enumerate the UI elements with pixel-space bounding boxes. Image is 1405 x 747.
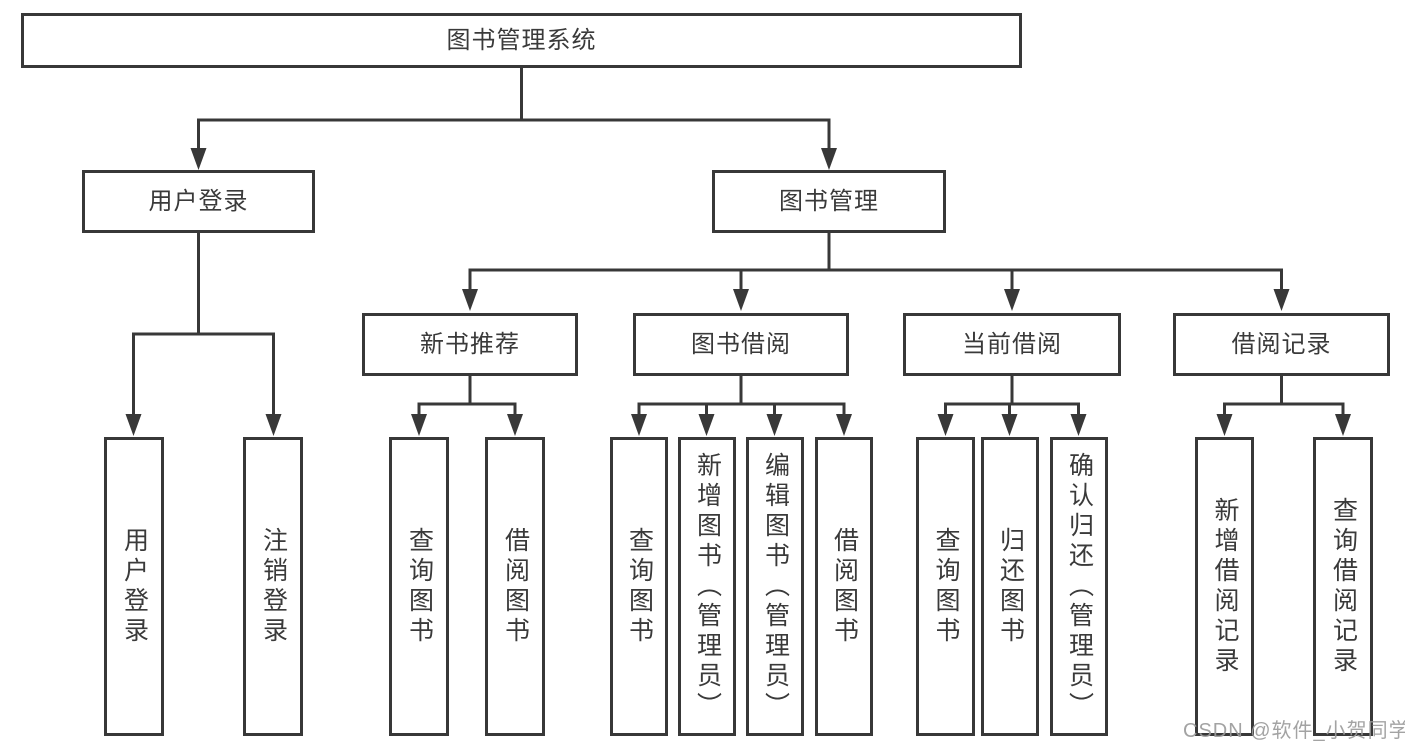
leaf-cb-return-books: 归还图书 <box>981 437 1039 736</box>
node-label: 图书管理系统 <box>446 26 597 54</box>
node-book-borrowing: 图书借阅 <box>633 313 849 376</box>
leaf-label: 新增借阅记录 <box>1211 496 1239 677</box>
leaf-bb-edit-books-admin: 编辑图书（管理员） <box>746 437 804 736</box>
leaf-label: 注销登录 <box>259 526 288 647</box>
leaf-cb-query-books: 查询图书 <box>916 437 975 736</box>
node-label: 借阅记录 <box>1231 330 1332 358</box>
node-label: 图书管理 <box>779 187 879 215</box>
node-label: 用户登录 <box>148 187 249 215</box>
node-book-management: 图书管理 <box>712 170 946 233</box>
connector-book-borrowing-to-leaves <box>631 376 852 436</box>
node-borrowing-records: 借阅记录 <box>1173 313 1390 376</box>
leaf-label: 借阅图书 <box>830 526 859 647</box>
leaf-user-login: 用户登录 <box>104 437 164 736</box>
leaf-bb-add-books-admin: 新增图书（管理员） <box>678 437 736 736</box>
leaf-label: 确认归还（管理员） <box>1065 451 1094 722</box>
leaf-label: 查询图书 <box>405 526 434 647</box>
leaf-logout-login: 注销登录 <box>243 437 303 736</box>
connector-book-management-to-level3 <box>462 233 1290 311</box>
leaf-bb-query-books: 查询图书 <box>610 437 668 736</box>
leaf-label: 归还图书 <box>996 526 1025 647</box>
leaf-nb-query-books: 查询图书 <box>389 437 449 736</box>
leaf-br-query-borrow-record: 查询借阅记录 <box>1313 437 1373 736</box>
node-label: 当前借阅 <box>962 330 1062 358</box>
leaf-label: 查询图书 <box>932 526 960 647</box>
connector-user-login-to-leaves <box>125 233 282 436</box>
leaf-cb-confirm-return-admin: 确认归还（管理员） <box>1050 437 1108 736</box>
connector-root-to-level2 <box>190 68 837 170</box>
node-current-borrowing: 当前借阅 <box>903 313 1121 376</box>
node-label: 图书借阅 <box>691 330 791 358</box>
connector-borrowing-records-to-leaves <box>1216 376 1351 436</box>
leaf-br-add-borrow-record: 新增借阅记录 <box>1195 437 1254 736</box>
leaf-nb-borrow-books: 借阅图书 <box>485 437 545 736</box>
leaf-label: 编辑图书（管理员） <box>761 451 790 722</box>
leaf-label: 查询借阅记录 <box>1329 496 1358 677</box>
leaf-bb-borrow-books: 借阅图书 <box>815 437 873 736</box>
node-new-book-recommendation: 新书推荐 <box>362 313 578 376</box>
connector-current-borrowing-to-leaves <box>937 376 1087 436</box>
leaf-label: 新增图书（管理员） <box>693 451 722 722</box>
leaf-label: 用户登录 <box>120 526 149 647</box>
csdn-watermark: CSDN @软件_小贺同学 <box>1183 720 1405 742</box>
node-label: 新书推荐 <box>420 330 520 358</box>
node-library-management-system: 图书管理系统 <box>21 13 1022 68</box>
leaf-label: 借阅图书 <box>501 526 530 647</box>
node-user-login: 用户登录 <box>82 170 315 233</box>
connector-new-book-recommendation-to-leaves <box>411 376 523 436</box>
leaf-label: 查询图书 <box>625 526 654 647</box>
